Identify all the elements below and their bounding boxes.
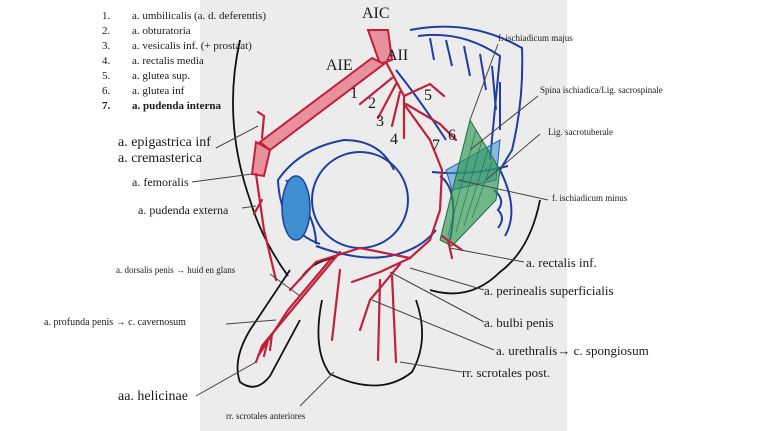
external-pudendal-artery: [252, 198, 264, 216]
scrotum-outline: [317, 299, 424, 387]
label-aii: AII: [386, 47, 409, 64]
pointer-spina: [469, 95, 539, 151]
label-profunda-penis: a. profunda penis → c. cavernosum: [44, 317, 186, 328]
branch-number: 7: [432, 137, 440, 154]
label-bulbi-penis: a. bulbi penis: [484, 315, 554, 330]
branch-5-gluteal-sup: [402, 82, 446, 98]
helicine-arteries: [254, 332, 274, 364]
iliac-wing-inner: [417, 33, 502, 161]
legend-item-emphasized: a. pudenda interna: [132, 100, 221, 112]
branch-2-obturator: [376, 82, 398, 120]
urethral-artery: [358, 262, 402, 332]
branch-number: 4: [390, 131, 398, 148]
label-aic: AIC: [362, 5, 390, 22]
label-pudenda-externa: a. pudenda externa: [138, 203, 229, 217]
branch-number: 5: [424, 87, 432, 104]
external-iliac-artery: [258, 56, 386, 152]
branch-1-umbilical: [358, 76, 394, 106]
pelvic-inlet-ring: [311, 151, 409, 249]
legend-item: a. glutea inf: [132, 85, 185, 97]
pointer-profunda: [225, 319, 277, 325]
branch-number: 6: [448, 127, 456, 144]
internal-iliac-artery: [384, 60, 406, 98]
label-perinealis-superficialis: a. perinealis superficialis: [484, 283, 614, 298]
label-scrotales-anteriores: rr. scrotales anteriores: [226, 411, 306, 421]
iliac-wing-outline: [409, 25, 524, 171]
label-helicinae: aa. helicinae: [118, 389, 188, 404]
perineum-outline: [429, 199, 541, 295]
label-spina-ischiadica: Spina ischiadica/Lig. sacrospinale: [540, 85, 663, 95]
label-femoralis: a. femoralis: [132, 175, 189, 189]
legend-number: 6.: [102, 85, 111, 97]
legend-item: a. umbilicalis (a. d. deferentis): [132, 10, 267, 22]
pointer-rectalis-inf: [449, 247, 525, 263]
pointer-epigastrica: [215, 125, 259, 149]
label-ischiadicum-majus: f. ischiadicum majus: [498, 33, 573, 43]
anterior-scrotal-artery: [330, 268, 342, 342]
bulbar-artery: [350, 256, 412, 284]
legend-item: a. obturatoria: [132, 25, 191, 37]
sacrum-outline: [395, 69, 447, 141]
pointer-scrotales-ant: [299, 371, 335, 407]
posterior-scrotal-artery-1: [376, 278, 382, 362]
branch-number: 3: [376, 113, 384, 130]
label-rectalis-inf: a. rectalis inf.: [526, 255, 597, 270]
pointer-pudenda-externa: [241, 205, 257, 209]
femoral-artery: [254, 172, 278, 282]
inferior-rectal-artery: [440, 234, 464, 260]
label-cremasterica: a. cremasterica: [118, 151, 202, 166]
label-lig-sacrotuberale: Lig. sacrotuberale: [548, 127, 613, 137]
pointer-scrotales-post: [399, 361, 463, 373]
branch-number: 2: [368, 95, 376, 112]
legend-item: a. rectalis media: [132, 55, 204, 67]
branch-number: 1: [350, 85, 358, 102]
pointer-urethralis: [371, 299, 495, 351]
legend-number: 3.: [102, 40, 111, 52]
pointer-bulbi: [389, 271, 485, 323]
label-dorsalis-penis: a. dorsalis penis → huid en glans: [116, 265, 236, 275]
common-iliac-artery: [366, 29, 394, 66]
pointer-ischiadicum-majus: [469, 43, 499, 121]
femoral-artery-root: [250, 140, 272, 178]
legend-number: 7.: [102, 100, 111, 112]
posterior-scrotal-artery-2: [390, 274, 398, 364]
pointer-helicinae: [195, 361, 257, 397]
label-scrotales-post: rr. scrotales post.: [462, 365, 551, 380]
branch-7-pudenda-interna: [402, 102, 444, 260]
pointer-femoralis: [191, 173, 253, 183]
label-aie: AIE: [326, 57, 353, 74]
penis-outline: [236, 269, 301, 388]
obturator-membrane: [281, 175, 311, 241]
pointer-ischiadicum-minus: [457, 179, 549, 201]
pointer-sacrotuberale: [485, 133, 541, 181]
branch-3-vesical: [390, 90, 402, 128]
branch-6-gluteal-inf: [404, 102, 458, 142]
pointer-dorsalis: [269, 273, 301, 297]
legend-number: 2.: [102, 25, 111, 37]
label-epigastrica-inf: a. epigastrica inf: [118, 135, 211, 150]
coccyx-outline: [493, 189, 503, 229]
body-outline-left: [232, 39, 289, 277]
label-urethralis: a. urethralis→ c. spongiosum: [496, 343, 649, 358]
pointer-perinealis: [409, 267, 485, 291]
legend-item: a. glutea sup.: [132, 70, 191, 82]
legend-item: a. vesicalis inf. (+ prostaat): [132, 40, 252, 52]
legend-number: 4.: [102, 55, 111, 67]
label-ischiadicum-minus: f. ischiadicum minus: [552, 193, 628, 203]
epigastric-artery: [256, 110, 266, 140]
legend-number: 5.: [102, 70, 111, 82]
legend-number: 1.: [102, 10, 111, 22]
